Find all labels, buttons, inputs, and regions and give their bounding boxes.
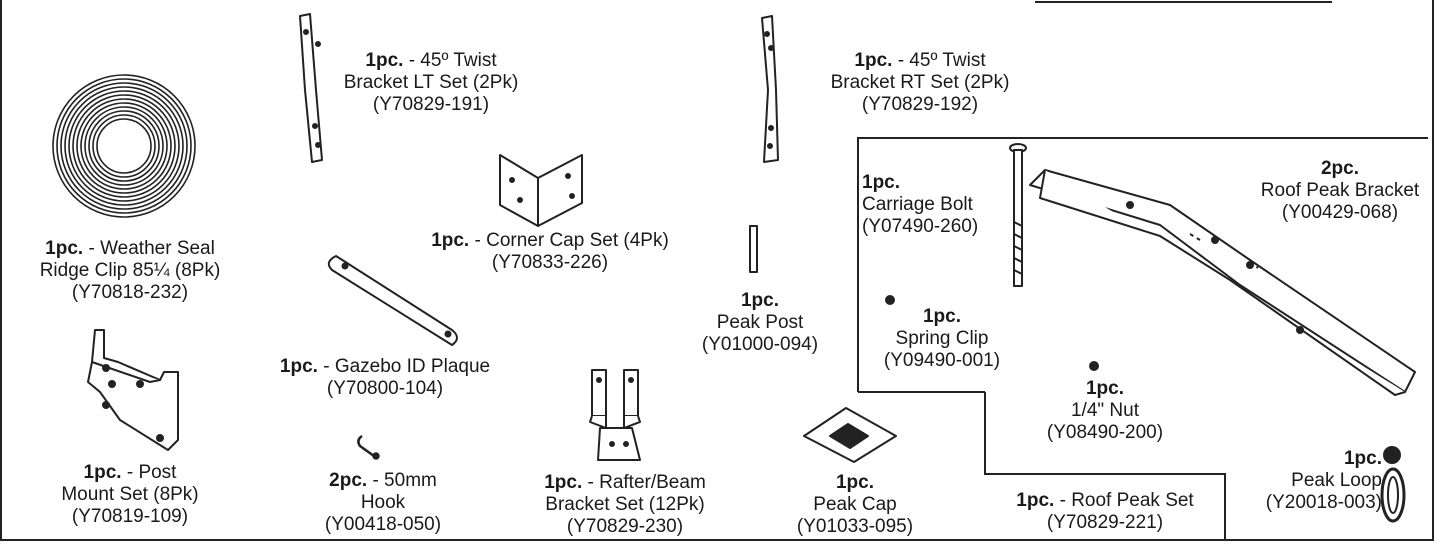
part-label-spring-clip: 1pc. Spring Clip (Y09490-001) (883, 306, 1001, 371)
part-label-weather-seal: 1pc. - Weather Seal Ridge Clip 85¼ (8Pk)… (39, 238, 221, 303)
part-label-id-plaque: 1pc. - Gazebo ID Plaque (Y70800-104) (279, 356, 491, 399)
part-label-twist-bracket-lt: 1pc. - 45º Twist Bracket LT Set (2Pk) (Y… (343, 50, 519, 115)
part-label-corner-cap: 1pc. - Corner Cap Set (4Pk) (Y70833-226) (431, 230, 669, 273)
twist-bracket-lt-icon (299, 13, 323, 163)
peak-loop-icon (1380, 446, 1406, 523)
part-label-peak-cap: 1pc. Peak Cap (Y01033-095) (796, 472, 914, 537)
part-label-carriage-bolt: 1pc. Carriage Bolt (Y07490-260) (862, 172, 979, 237)
peak-cap-icon (803, 407, 897, 463)
part-label-rafter-bracket: 1pc. - Rafter/Beam Bracket Set (12Pk) (Y… (544, 472, 706, 537)
part-label-twist-bracket-rt: 1pc. - 45º Twist Bracket RT Set (2Pk) (Y… (830, 50, 1010, 115)
spring-clip-icon (885, 295, 895, 305)
part-label-hook: 2pc. - 50mm Hook (Y00418-050) (324, 470, 442, 535)
peak-post-icon (749, 225, 758, 273)
part-label-nut: 1pc. 1/4" Nut (Y08490-200) (1046, 378, 1164, 443)
post-mount-icon (87, 329, 179, 451)
corner-cap-icon (499, 154, 583, 227)
nut-icon (1089, 361, 1099, 371)
roof-peak-bracket-icon (1029, 169, 1416, 396)
id-plaque-icon (327, 255, 458, 346)
part-label-peak-loop: 1pc. Peak Loop (Y20018-003) (1265, 448, 1382, 513)
part-label-roof-peak-bracket: 2pc. Roof Peak Bracket (Y00429-068) (1260, 158, 1420, 223)
part-label-peak-post: 1pc. Peak Post (Y01000-094) (701, 290, 819, 355)
weather-seal-coil-icon (52, 74, 196, 218)
part-label-roof-peak-set: 1pc. - Roof Peak Set (Y70829-221) (1016, 490, 1194, 533)
part-label-post-mount: 1pc. - Post Mount Set (8Pk) (Y70819-109) (61, 462, 199, 527)
twist-bracket-rt-icon (761, 15, 779, 163)
hook-icon (357, 434, 380, 460)
rafter-bracket-icon (589, 369, 641, 461)
carriage-bolt-icon (1009, 143, 1027, 287)
